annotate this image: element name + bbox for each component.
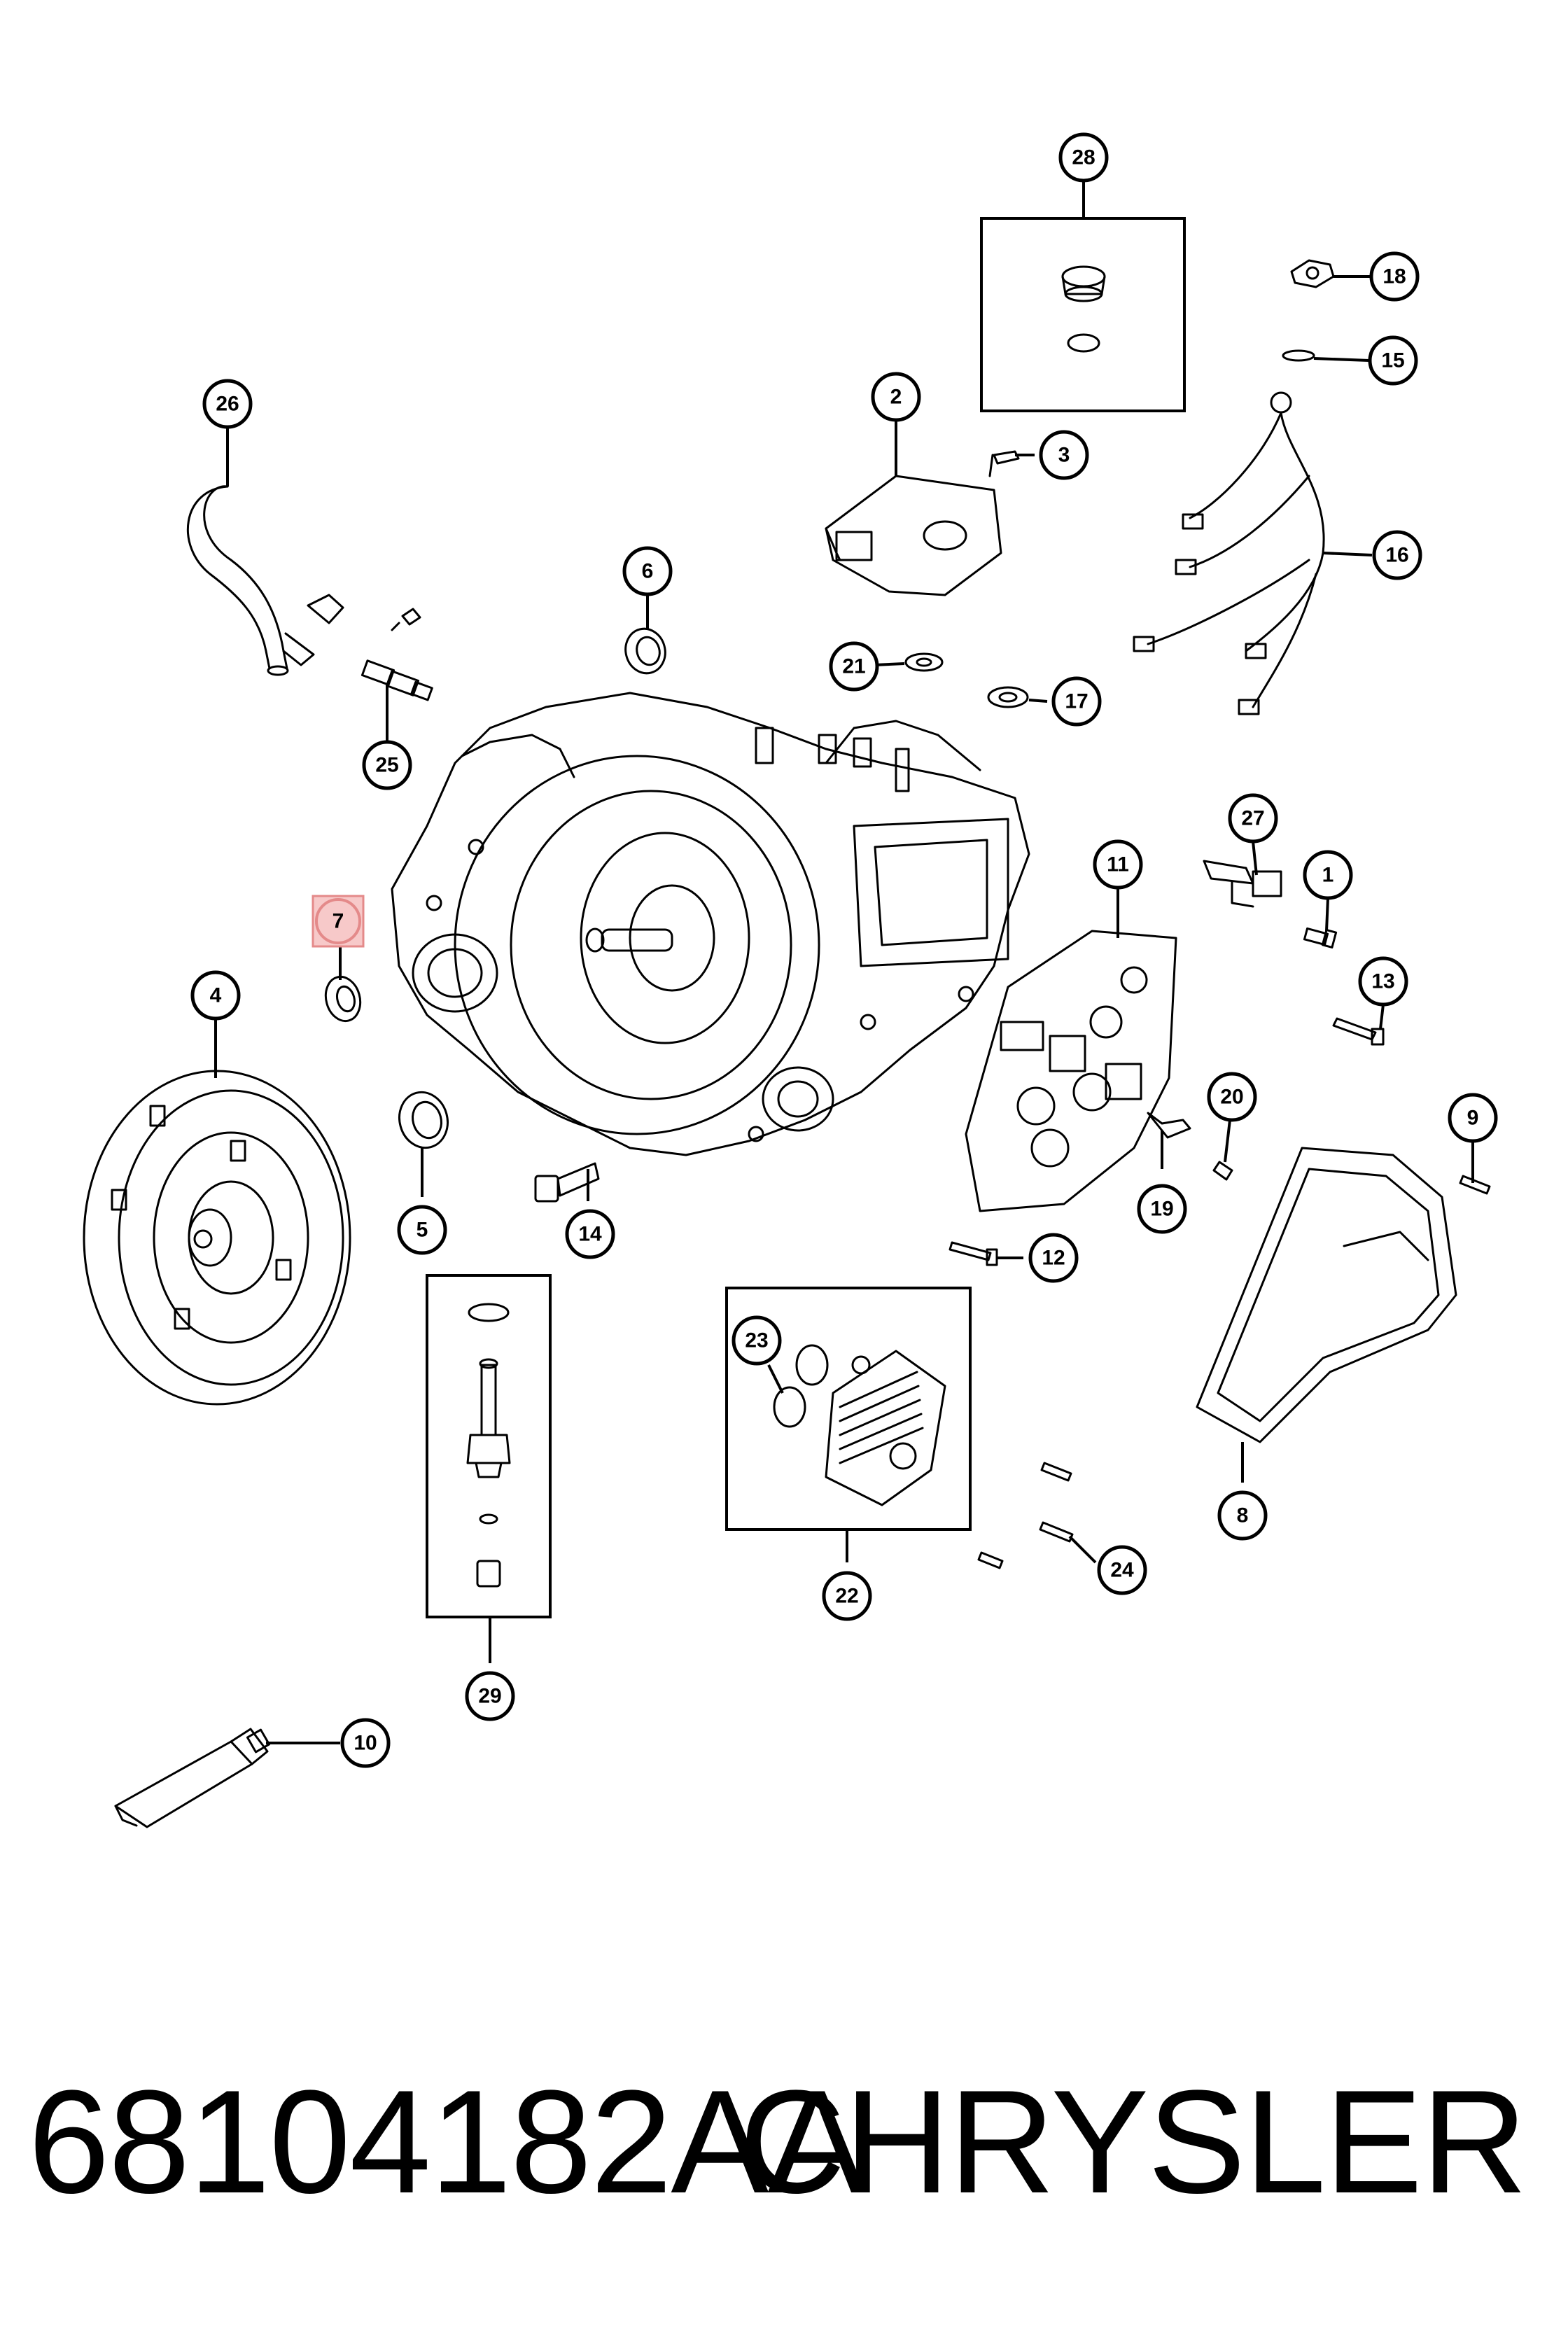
small-screw-part [391, 608, 421, 631]
callout-label-7: 7 [332, 910, 344, 933]
callout-1[interactable]: 1 [1303, 850, 1353, 900]
callout-21[interactable]: 21 [829, 641, 879, 692]
oring-part-15 [1282, 349, 1315, 362]
callout-label-10: 10 [354, 1732, 377, 1755]
callout-label-22: 22 [835, 1585, 858, 1608]
vent-hose-part [186, 485, 344, 676]
oil-pan-part [1196, 1147, 1457, 1443]
callout-4[interactable]: 4 [190, 970, 241, 1021]
callout-19[interactable]: 19 [1137, 1184, 1187, 1234]
callout-15[interactable]: 15 [1368, 335, 1418, 386]
seal-part-7 [324, 975, 362, 1023]
callout-label-17: 17 [1065, 690, 1088, 713]
callout-24[interactable]: 24 [1097, 1545, 1147, 1595]
fitting-part [360, 659, 433, 701]
callout-10[interactable]: 10 [340, 1718, 391, 1768]
dipstick-parts [466, 1303, 511, 1588]
callout-11[interactable]: 11 [1093, 839, 1143, 890]
callout-label-2: 2 [890, 386, 902, 409]
callout-13[interactable]: 13 [1358, 956, 1408, 1007]
callout-label-19: 19 [1150, 1198, 1173, 1221]
callout-label-9: 9 [1467, 1107, 1479, 1130]
callout-26[interactable]: 26 [202, 379, 253, 429]
group-box-28 [980, 217, 1186, 412]
brand-name: CHRYSLER [739, 2059, 1527, 2224]
callout-label-27: 27 [1241, 807, 1264, 830]
washer-part-21 [904, 652, 944, 672]
callout-14[interactable]: 14 [565, 1209, 615, 1259]
callout-label-13: 13 [1371, 970, 1394, 993]
callout-6[interactable]: 6 [622, 546, 673, 596]
callout-2[interactable]: 2 [871, 372, 921, 422]
callout-label-25: 25 [375, 754, 398, 777]
torque-converter-part [83, 1070, 351, 1406]
callout-label-16: 16 [1385, 544, 1408, 567]
callout-18[interactable]: 18 [1369, 251, 1420, 302]
callout-label-18: 18 [1382, 265, 1406, 288]
callout-17[interactable]: 17 [1051, 676, 1102, 727]
callout-3[interactable]: 3 [1039, 430, 1089, 480]
callout-label-5: 5 [416, 1219, 428, 1242]
callout-label-12: 12 [1042, 1247, 1065, 1270]
callout-label-14: 14 [578, 1223, 602, 1246]
callout-20[interactable]: 20 [1207, 1072, 1257, 1122]
caption-bar: 68104182AA CHRYSLER [0, 2051, 1568, 2233]
seal-part-5 [398, 1091, 449, 1149]
callout-23[interactable]: 23 [732, 1315, 782, 1366]
callout-label-21: 21 [842, 655, 865, 678]
drain-plug-part [1061, 265, 1106, 353]
callout-label-29: 29 [478, 1685, 501, 1708]
callout-label-20: 20 [1220, 1086, 1243, 1109]
oil-cooler-part [825, 1350, 946, 1506]
seal-part-6 [624, 627, 666, 675]
callout-label-28: 28 [1072, 146, 1095, 169]
washer-part-17 [987, 686, 1029, 708]
callout-29[interactable]: 29 [465, 1671, 515, 1721]
screw-part-3 [988, 450, 1020, 477]
callout-label-11: 11 [1107, 853, 1129, 876]
callout-5[interactable]: 5 [397, 1205, 447, 1255]
bolt-part-9 [1459, 1175, 1491, 1195]
callout-label-24: 24 [1110, 1559, 1134, 1582]
bolt-part-12 [948, 1241, 998, 1266]
callout-8[interactable]: 8 [1217, 1490, 1268, 1541]
callout-16[interactable]: 16 [1372, 530, 1422, 580]
sealant-tube-part [114, 1728, 271, 1828]
group-box-29 [426, 1274, 552, 1618]
callout-label-26: 26 [216, 393, 239, 416]
part-number: 68104182AA [28, 2059, 865, 2224]
valve-body-part [965, 930, 1177, 1212]
callout-label-3: 3 [1058, 444, 1070, 467]
callout-label-15: 15 [1381, 349, 1404, 372]
bolt-part-24 [977, 1462, 1074, 1569]
clip-part [1290, 259, 1335, 288]
callout-27[interactable]: 27 [1228, 793, 1278, 844]
transmission-control-module-part [825, 475, 1002, 596]
bolt-part-14 [534, 1162, 600, 1203]
clip-part-19 [1147, 1112, 1191, 1139]
bolt-part-13 [1332, 1017, 1385, 1046]
callout-label-23: 23 [745, 1329, 768, 1352]
sensor-part-27 [1203, 860, 1282, 908]
callout-25[interactable]: 25 [362, 740, 412, 790]
callout-label-8: 8 [1237, 1504, 1249, 1527]
callout-label-4: 4 [210, 984, 222, 1007]
callout-22[interactable]: 22 [822, 1571, 872, 1621]
oring-part-23 [773, 1344, 829, 1428]
callout-12[interactable]: 12 [1028, 1233, 1079, 1283]
callout-label-1: 1 [1322, 864, 1334, 887]
callout-28[interactable]: 28 [1058, 132, 1109, 183]
callout-label-6: 6 [642, 560, 654, 583]
callout-7[interactable]: 7 [315, 898, 361, 944]
exploded-parts-diagram: 28 18 15 2 3 16 6 21 17 26 25 27 1 11 13… [83, 132, 1498, 1828]
callout-9[interactable]: 9 [1448, 1093, 1498, 1143]
transmission-case [391, 692, 1030, 1156]
bolt-part-20 [1212, 1161, 1233, 1181]
wiring-harness-part [1133, 391, 1325, 715]
bolt-part-1 [1303, 927, 1338, 948]
